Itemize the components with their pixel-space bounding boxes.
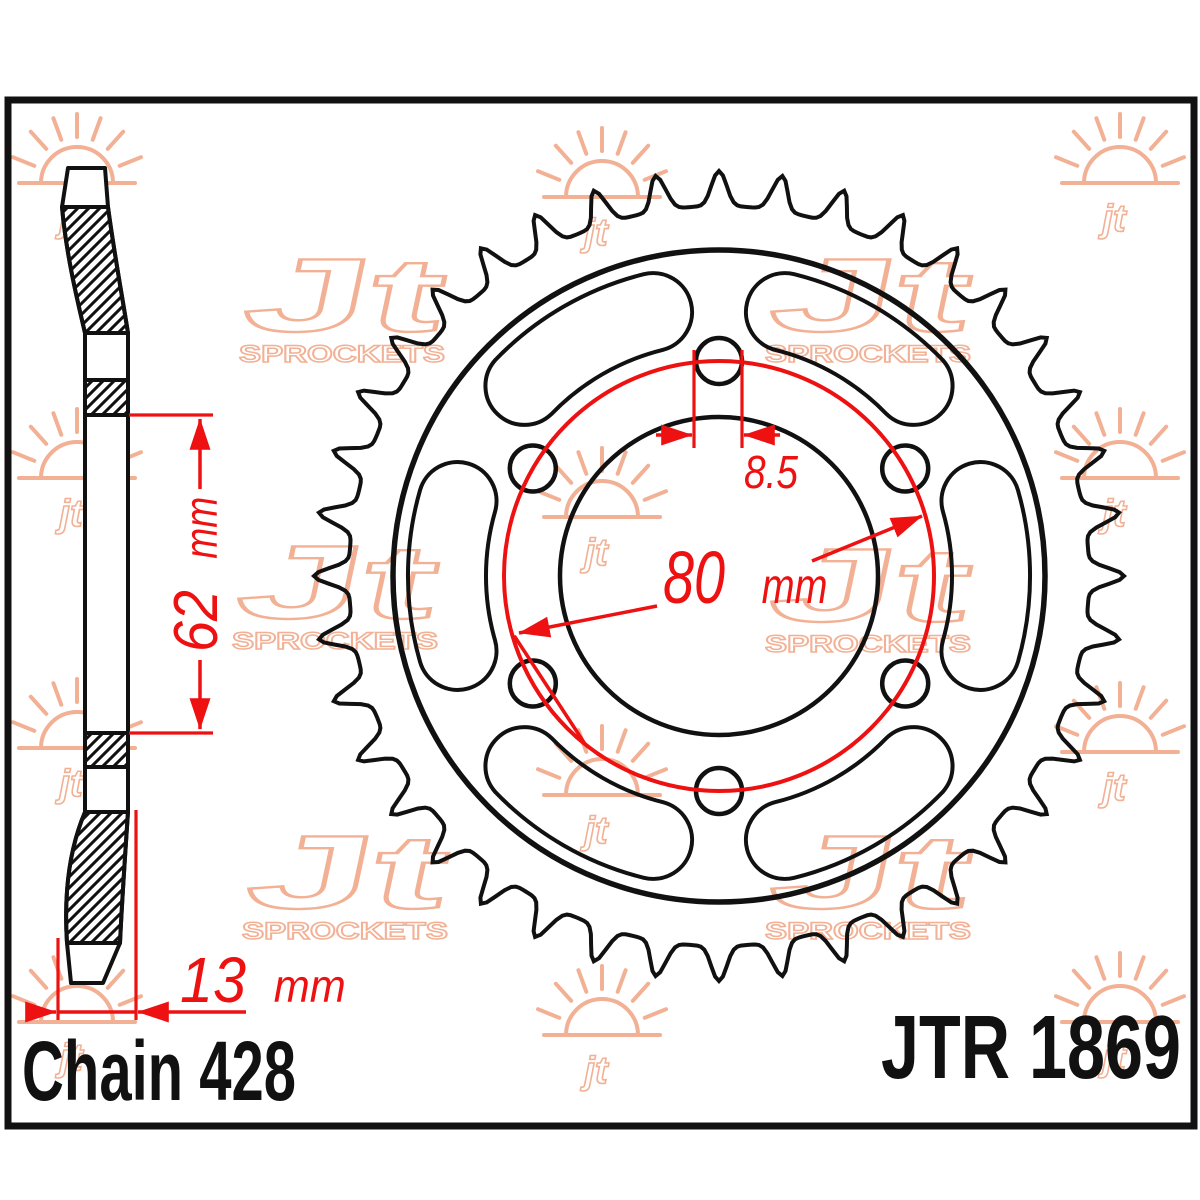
sun-icon: jt: [1054, 112, 1186, 241]
bolt-hole: [879, 443, 931, 494]
lightening-slot: [405, 460, 499, 692]
jt-logo-glyph: Jt: [227, 525, 450, 641]
width-extension-lines: [56, 810, 138, 1020]
lightening-slot: [743, 271, 955, 427]
jt-mini-mark: jt: [579, 532, 609, 574]
bolt-circle-leader-upper: [811, 514, 923, 563]
sun-icon: jt: [536, 446, 668, 575]
sun-icon: jt: [1054, 951, 1186, 1080]
sun-icon: jt: [1054, 407, 1186, 536]
jt-mini-mark: jt: [1097, 1037, 1127, 1079]
jt-logo-glyph: Jt: [760, 815, 983, 931]
center-bore-circle: [557, 414, 881, 738]
sun-icon: jt: [1054, 681, 1186, 810]
gear-teeth-outline: [310, 167, 1128, 985]
jt-logo-glyph: Jt: [237, 815, 460, 931]
jt-wordmark: SPROCKETS: [232, 628, 438, 655]
part-number-label: JTR 1869: [881, 998, 1181, 1098]
jt-mini-mark: jt: [54, 1037, 84, 1079]
jt-mini-mark: jt: [54, 763, 84, 805]
hole-diameter-label: 8.5: [744, 446, 798, 498]
width-label: 13 mm: [180, 944, 346, 1016]
dimension-layer: [25, 350, 936, 1023]
lightening-slot: [939, 460, 1033, 692]
sprocket-front-view: [310, 167, 1128, 985]
section-hatch-upper-hub: [83, 378, 130, 417]
hub-height-extension-lines: [129, 413, 213, 735]
lightening-slot: [483, 725, 695, 881]
hole-dia-extension-lines: [692, 350, 744, 448]
section-hub-neck: [83, 413, 130, 735]
sun-icon: jt: [536, 964, 668, 1093]
lightening-slot: [483, 271, 695, 427]
jt-logo-glyph: Jt: [234, 238, 457, 354]
jt-mini-mark: jt: [579, 1050, 609, 1092]
sprocket-side-section-view: [60, 166, 130, 985]
jt-wordmark: SPROCKETS: [765, 918, 971, 945]
hub-height-label: 62 mm: [162, 497, 231, 652]
section-hatch-lower-hub: [83, 731, 130, 769]
section-tooth-top: [60, 166, 110, 209]
jt-mini-mark: jt: [1097, 493, 1127, 535]
bolt-circle-leader-elbow: [513, 635, 587, 746]
lightening-slot: [743, 725, 955, 881]
watermark-layer: jtjtjtjtjtjtjtjtjtjtjtjtJtSPROCKETSJtSPR…: [11, 112, 1186, 1093]
web-outer-circle: [390, 247, 1048, 905]
jt-mini-mark: jt: [579, 810, 609, 852]
section-hatch-upper: [60, 205, 130, 335]
label-texts: Chain 428 JTR 1869: [22, 998, 1181, 1118]
chain-size-label: Chain 428: [22, 1024, 296, 1118]
bolt-hole: [507, 658, 559, 709]
jt-mini-mark: jt: [1097, 767, 1127, 809]
jt-mini-mark: jt: [1097, 198, 1127, 240]
bolt-hole: [507, 443, 559, 494]
dimension-texts: 8.5 80 mm 62 mm 13 mm: [162, 446, 828, 1016]
bolt-hole: [879, 658, 931, 709]
jt-wordmark: SPROCKETS: [239, 341, 445, 368]
bolt-circle-80mm: [502, 359, 936, 793]
section-tooth-bottom: [65, 941, 122, 985]
jt-wordmark: SPROCKETS: [242, 918, 448, 945]
bolt-circle-label: 80 mm: [663, 536, 828, 619]
section-hatch-lower: [64, 810, 130, 945]
jt-logo-glyph: Jt: [760, 238, 983, 354]
bolt-circle-leader-lower: [518, 604, 658, 638]
jt-mini-mark: jt: [54, 493, 84, 535]
drawing-frame-border: [4, 96, 1198, 1130]
